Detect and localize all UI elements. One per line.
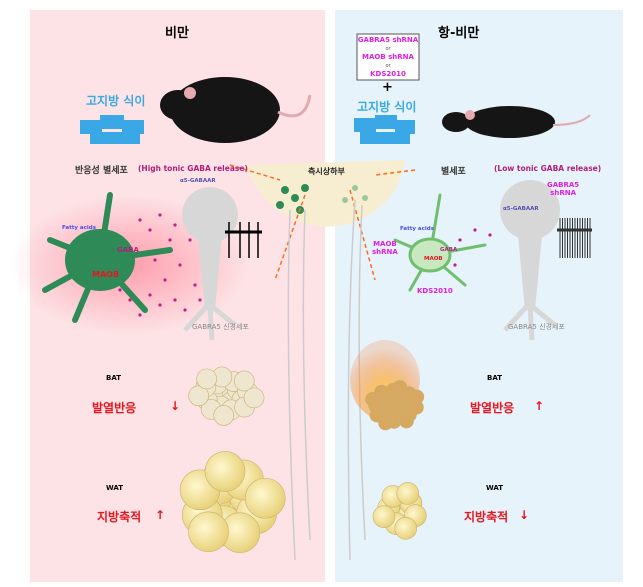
plus-sign: + <box>382 80 393 95</box>
left-neuron-label: GABRA5 신경세포 <box>192 323 249 331</box>
gaba-dot <box>138 313 142 317</box>
right-diet-label: 고지방 식이 <box>357 100 417 114</box>
right-panel <box>335 10 623 582</box>
right-thermo-label: 발열반응 <box>470 401 515 415</box>
gaba-dot <box>153 258 157 262</box>
obese-mouse <box>160 77 312 143</box>
right-receptor-label: α5-GABAAR <box>503 206 539 212</box>
gaba-dot <box>168 238 172 242</box>
bat-cell <box>399 413 414 429</box>
gabra5-shrna-line: GABRA5 <box>547 181 580 189</box>
left-thermo-arrow: ↓ <box>170 399 181 413</box>
gaba-dot <box>138 218 142 222</box>
gaba-dot <box>473 228 477 232</box>
gaba-dot <box>158 213 162 217</box>
gaba-dot <box>128 298 132 302</box>
right-gaba: GABA <box>440 247 458 253</box>
wat-cell <box>372 505 396 528</box>
right-wat-label: WAT <box>486 484 504 492</box>
gaba-dot <box>458 238 462 242</box>
gaba-dot <box>173 223 177 227</box>
or-label: or <box>385 45 391 52</box>
wat-cell <box>188 511 229 553</box>
left-diet-label: 고지방 식이 <box>86 94 146 108</box>
left-thermo-label: 발열반응 <box>92 401 137 415</box>
left-fatty-acids: Fatty acids <box>62 225 96 231</box>
bat-cell <box>243 387 265 409</box>
gaba-dot <box>178 263 182 267</box>
gaba-dot <box>118 288 122 292</box>
gabra5-neuron-left <box>182 187 238 341</box>
reactive-astrocyte-label: 반응성 별세포 <box>75 166 128 176</box>
gaba-dot <box>488 233 492 237</box>
wat-cell <box>244 477 286 519</box>
gaba-dot <box>163 278 167 282</box>
treatment-box <box>356 33 420 81</box>
gaba-dot <box>453 263 457 267</box>
right-thermo-arrow: ↑ <box>534 399 545 413</box>
gaba-dot <box>173 298 177 302</box>
hypothalamus <box>245 160 405 227</box>
reactive-astrocyte <box>42 192 173 323</box>
astrocyte-label: 별세포 <box>441 167 466 177</box>
treatment-gabra5: GABRA5 shRNA <box>357 36 419 44</box>
bat-cell <box>409 389 425 405</box>
gaba-dot <box>183 308 187 312</box>
left-wat-label: WAT <box>106 484 124 492</box>
gaba-dot <box>193 283 197 287</box>
gaba-dot <box>148 228 152 232</box>
right-fatty-acids: Fatty acids <box>400 226 434 232</box>
or-label: or <box>385 62 391 69</box>
bat-cell <box>365 391 380 407</box>
lean-mouse <box>442 106 591 138</box>
wat-cell <box>394 516 418 540</box>
diet-pellets-right <box>354 115 415 144</box>
left-fat-label: 지방축적 <box>97 510 142 524</box>
right-bat-label: BAT <box>487 374 502 382</box>
high-release-label: (High tonic GABA release) <box>138 164 248 173</box>
treatment-kds: KDS2010 <box>370 70 406 78</box>
astrocyte <box>393 193 487 292</box>
wat-cell <box>396 482 420 505</box>
right-fat-arrow: ↓ <box>519 508 530 522</box>
right-maob: MAOB <box>424 256 443 262</box>
bat-cell <box>233 370 255 392</box>
gaba-dot <box>148 293 152 297</box>
left-gaba: GABA <box>117 246 139 254</box>
left-maob: MAOB <box>92 270 120 279</box>
low-release-label: (Low tonic GABA release) <box>494 164 602 173</box>
gaba-dots <box>118 213 492 317</box>
treatment-maob: MAOB shRNA <box>362 53 414 61</box>
gaba-dot <box>188 238 192 242</box>
kds2010-label: KDS2010 <box>417 287 453 295</box>
gabra5-shrna-line: shRNA <box>550 189 576 197</box>
maob-shrna-line: shRNA <box>372 248 398 256</box>
left-fat-arrow: ↑ <box>155 508 166 522</box>
bat-cell <box>213 405 234 426</box>
maob-shrna-line: MAOB <box>373 240 397 248</box>
treatment-list: GABRA5 shRNA or MAOB shRNA or KDS2010 <box>357 36 419 79</box>
spike-train-right <box>557 218 592 258</box>
bat-cell <box>188 385 209 407</box>
hypothalamus-label: 측시상하부 <box>308 167 345 176</box>
bat-cell <box>378 415 393 431</box>
wat-cell <box>204 451 246 492</box>
left-title: 비만 <box>165 26 189 41</box>
gaba-dot <box>198 298 202 302</box>
right-fat-label: 지방축적 <box>464 510 509 524</box>
right-title: 항-비만 <box>438 26 480 41</box>
right-neuron-label: GABRA5 신경세포 <box>508 323 565 331</box>
bat-cell <box>392 380 408 395</box>
left-bat-label: BAT <box>106 374 121 382</box>
spike-train-left <box>225 222 262 258</box>
left-receptor-label: α5-GABAAR <box>180 178 216 184</box>
bat-cell <box>196 368 217 390</box>
diet-pellets-left <box>80 115 144 144</box>
gabra5-neuron-right <box>500 180 560 341</box>
gaba-dot <box>158 303 162 307</box>
